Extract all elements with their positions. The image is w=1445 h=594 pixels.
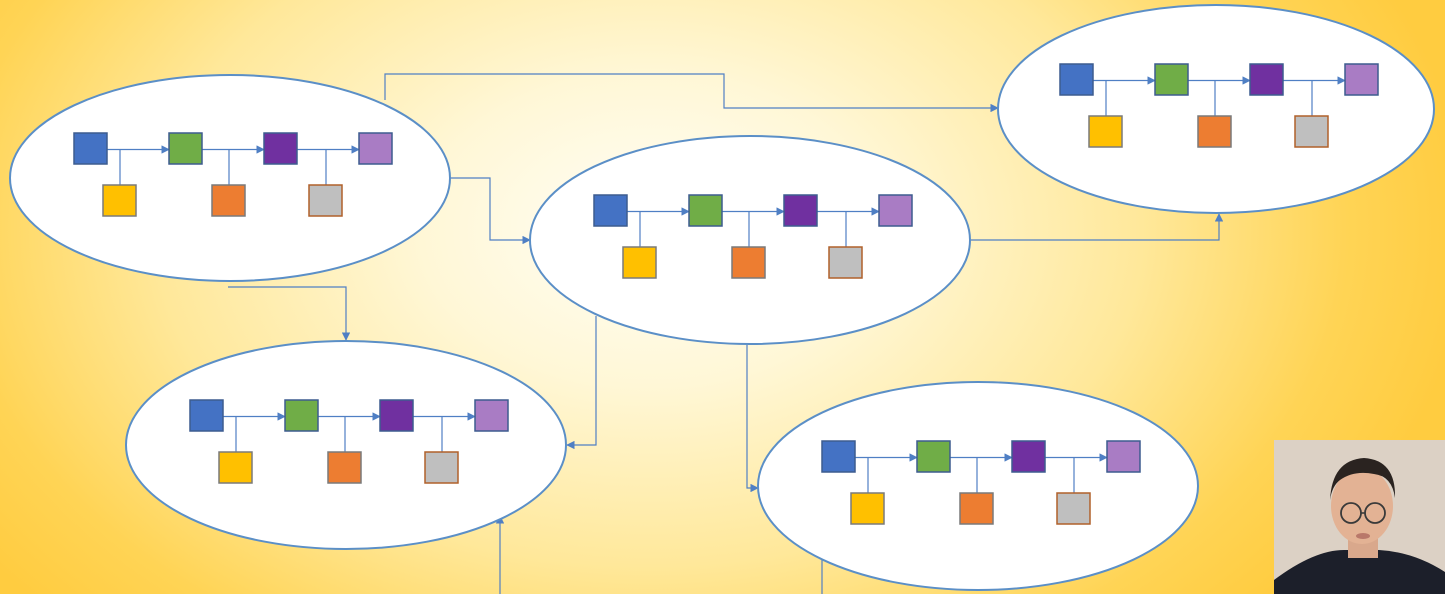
connector-chain-top-left-to-chain-top-right (384, 73, 999, 113)
side-block-orange (1197, 115, 1232, 148)
chain-block-green (1154, 63, 1189, 96)
chain-bottom-left (125, 340, 567, 550)
chain-block-green (688, 194, 723, 227)
side-block-yellow (1088, 115, 1123, 148)
side-block-gray (308, 184, 343, 217)
chain-block-purple (783, 194, 818, 227)
chain-block-blue (189, 399, 224, 432)
chain-block-green (168, 132, 203, 165)
chain-top-right (997, 4, 1435, 214)
connector-chain-center-to-chain-bottom-right (746, 345, 759, 493)
chain-block-lilac (358, 132, 393, 165)
chain-block-blue (593, 194, 628, 227)
side-block-orange (327, 451, 362, 484)
node-ellipse (9, 74, 451, 282)
chain-block-blue (73, 132, 108, 165)
side-block-gray (1056, 492, 1091, 525)
chain-block-lilac (878, 194, 913, 227)
chain-top-left (9, 74, 451, 282)
chain-block-lilac (1344, 63, 1379, 96)
chain-block-purple (1011, 440, 1046, 473)
side-block-yellow (622, 246, 657, 279)
chain-bottom-right (757, 381, 1199, 591)
chain-block-green (916, 440, 951, 473)
chain-block-lilac (1106, 440, 1141, 473)
chain-block-green (284, 399, 319, 432)
side-block-yellow (102, 184, 137, 217)
side-block-gray (828, 246, 863, 279)
connector-chain-top-left-to-chain-bottom-left (228, 286, 351, 341)
side-block-gray (1294, 115, 1329, 148)
connector-chain-center-to-chain-bottom-left (566, 316, 597, 450)
side-block-yellow (218, 451, 253, 484)
node-ellipse (757, 381, 1199, 591)
chain-block-purple (263, 132, 298, 165)
chain-block-blue (821, 440, 856, 473)
chain-block-lilac (474, 399, 509, 432)
side-block-yellow (850, 492, 885, 525)
side-block-orange (959, 492, 994, 525)
chain-block-blue (1059, 63, 1094, 96)
chain-block-purple (379, 399, 414, 432)
presenter-webcam (1274, 440, 1445, 594)
chain-block-purple (1249, 63, 1284, 96)
node-ellipse (125, 340, 567, 550)
connector-chain-center-to-chain-top-right (970, 213, 1224, 241)
node-ellipse (529, 135, 971, 345)
side-block-orange (731, 246, 766, 279)
node-ellipse (997, 4, 1435, 214)
chain-center (529, 135, 971, 345)
connector-chain-top-left-to-chain-center (450, 177, 531, 245)
side-block-gray (424, 451, 459, 484)
side-block-orange (211, 184, 246, 217)
